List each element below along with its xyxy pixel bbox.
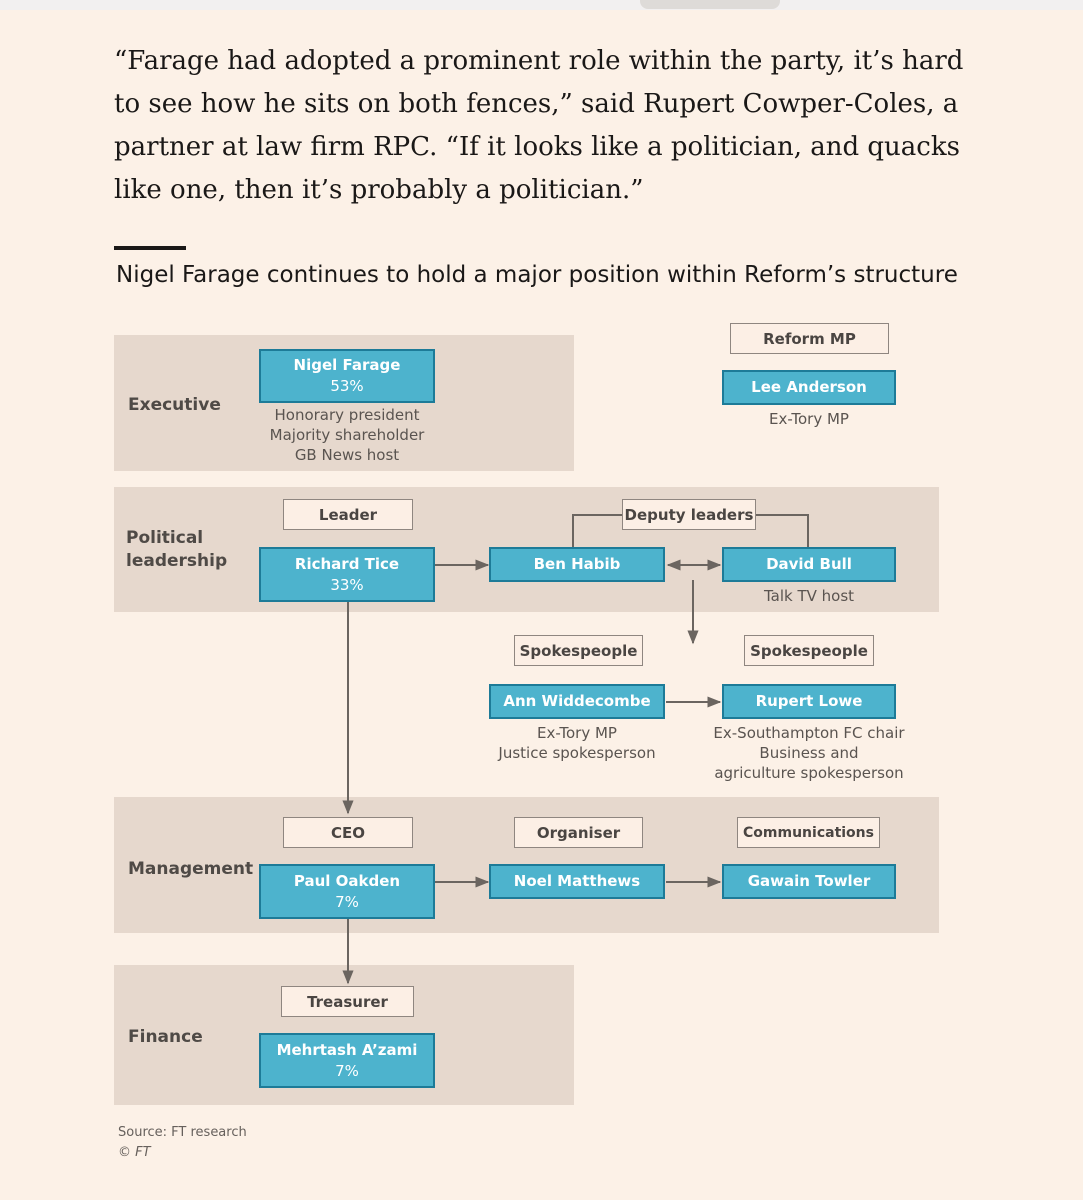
person-share: 7% [335, 892, 359, 911]
person-name: Lee Anderson [751, 378, 867, 396]
person-david-bull: David Bull [722, 547, 896, 582]
article-quote: “Farage had adopted a prominent role wit… [114, 46, 964, 205]
connector-deputy-bull [756, 514, 809, 548]
person-name: Ann Widdecombe [503, 692, 651, 710]
desc-lee-anderson: Ex-Tory MP [709, 409, 909, 429]
band-label-political-line1: Political [126, 528, 204, 548]
person-name: Rupert Lowe [755, 692, 863, 710]
role-deputy-leaders: Deputy leaders [622, 499, 756, 530]
role-organiser: Organiser [514, 817, 643, 848]
person-name: Gawain Towler [747, 872, 871, 890]
band-label-management: Management [128, 859, 254, 879]
person-gawain-towler: Gawain Towler [722, 864, 896, 899]
band-label-political-line2: leadership [126, 551, 228, 571]
role-treasurer: Treasurer [281, 986, 414, 1017]
person-mehrtash-azami: Mehrtash A’zami 7% [259, 1033, 435, 1088]
person-ben-habib: Ben Habib [489, 547, 665, 582]
person-rupert-lowe: Rupert Lowe [722, 684, 896, 719]
band-label-finance: Finance [128, 1027, 203, 1047]
scroll-thumb[interactable] [640, 0, 780, 9]
person-ann-widdecombe: Ann Widdecombe [489, 684, 665, 719]
role-communications: Communications [737, 817, 880, 848]
desc-line: Ex-Tory MP [769, 410, 849, 428]
person-richard-tice: Richard Tice 33% [259, 547, 435, 602]
person-name: Richard Tice [294, 554, 400, 573]
desc-line: Talk TV host [763, 587, 855, 605]
role-spokespeople-right: Spokespeople [744, 635, 874, 666]
role-spokespeople-left: Spokespeople [514, 635, 643, 666]
desc-line: Ex-Southampton FC chair [713, 724, 905, 742]
person-share: 33% [330, 575, 364, 594]
top-scrollbar[interactable] [0, 0, 1083, 10]
title-rule [114, 246, 186, 250]
band-label-political: Political leadership [126, 527, 227, 573]
desc-line: GB News host [294, 446, 400, 464]
desc-line: Justice spokesperson [498, 744, 656, 762]
role-reform-mp: Reform MP [730, 323, 889, 354]
desc-line: Majority shareholder [269, 426, 425, 444]
chart-source: Source: FT research © FT [118, 1123, 247, 1163]
person-noel-matthews: Noel Matthews [489, 864, 665, 899]
person-lee-anderson: Lee Anderson [722, 370, 896, 405]
desc-line: Ex-Tory MP [537, 724, 617, 742]
band-label-executive: Executive [128, 395, 221, 415]
connector-deputy-habib [572, 514, 622, 548]
person-paul-oakden: Paul Oakden 7% [259, 864, 435, 919]
desc-david-bull: Talk TV host [709, 586, 909, 606]
person-name: Noel Matthews [513, 872, 641, 890]
desc-line: Business and [759, 744, 859, 762]
desc-nigel-farage: Honorary president Majority shareholder … [249, 405, 445, 465]
role-leader: Leader [283, 499, 413, 530]
desc-line: Honorary president [274, 406, 420, 424]
copyright-text: © FT [118, 1145, 151, 1160]
desc-line: agriculture spokesperson [714, 764, 904, 782]
person-name: Ben Habib [533, 555, 621, 573]
source-text: Source: FT research [118, 1125, 247, 1140]
person-share: 53% [330, 377, 364, 395]
person-share: 7% [335, 1061, 359, 1080]
person-nigel-farage: Nigel Farage 53% [259, 349, 435, 403]
person-name: Paul Oakden [293, 871, 401, 890]
desc-rupert-lowe: Ex-Southampton FC chair Business and agr… [699, 723, 919, 783]
person-name: Mehrtash A’zami [276, 1040, 418, 1059]
desc-ann-widdecombe: Ex-Tory MP Justice spokesperson [477, 723, 677, 763]
person-name: David Bull [766, 555, 852, 573]
person-name: Nigel Farage [293, 356, 401, 374]
chart-title: Nigel Farage continues to hold a major p… [116, 262, 958, 288]
role-ceo: CEO [283, 817, 413, 848]
